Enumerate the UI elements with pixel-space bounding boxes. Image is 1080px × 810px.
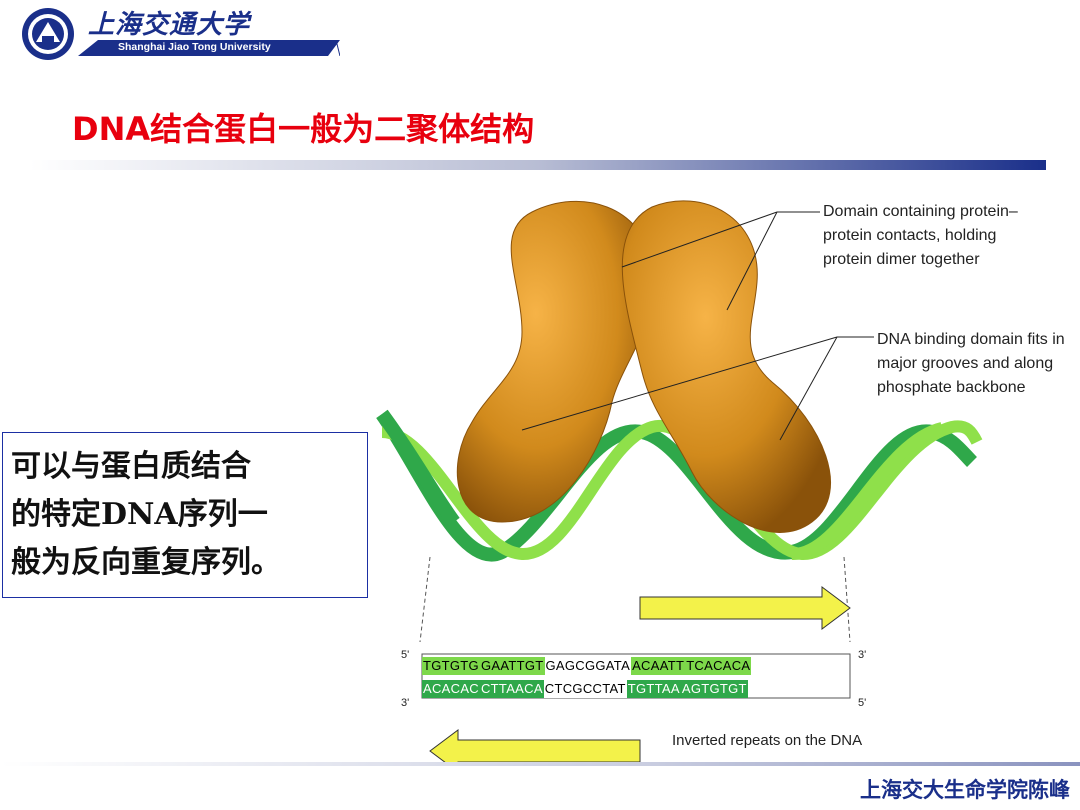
bottom-strand-right-label: 5' xyxy=(858,697,867,709)
seq-segment: GAGCGGATA xyxy=(544,657,632,675)
arrow-left xyxy=(429,729,641,762)
seq-segment: ACACAC xyxy=(422,680,480,698)
seq-segment: ACAATT xyxy=(631,657,686,675)
footer-divider xyxy=(0,762,1080,766)
top-strand-right-label: 3' xyxy=(858,649,867,661)
annotation-dimer-domain: Domain containing protein–protein contac… xyxy=(823,203,1018,268)
university-name-cn: 上海交通大学 xyxy=(88,10,251,40)
footer-credit: 上海交大生命学院陈峰 xyxy=(860,777,1070,802)
top-strand-left-label: 5' xyxy=(401,649,410,661)
seq-segment: CTCGCCTAT xyxy=(543,680,627,698)
figure-caption: Inverted repeats on the DNA xyxy=(672,732,863,749)
seq-segment: TGTTAA xyxy=(626,680,681,698)
protein-dna-figure xyxy=(232,192,1080,762)
arrow-right xyxy=(639,586,851,630)
title-divider xyxy=(30,160,1046,170)
leader-line-1a xyxy=(621,211,778,268)
leader-line-2a xyxy=(521,336,838,431)
seq-segment: GAATTGT xyxy=(479,657,545,675)
callout-box: 可以与蛋白质结合 的特定DNA序列一 般为反向重复序列。 xyxy=(2,432,368,598)
leader-line-2b xyxy=(779,336,838,441)
callout-text: 可以与蛋白质结合 的特定DNA序列一 般为反向重复序列。 xyxy=(11,449,281,580)
dna-strand-front-overlap xyxy=(791,422,944,561)
top-strand-sequence: TGTGTG GAATTGT GAGCGGATA ACAATT TCACACA xyxy=(422,657,850,675)
dimer-illustration xyxy=(376,200,983,762)
seq-segment: TGTGTG xyxy=(422,657,480,675)
bottom-strand-left-label: 3' xyxy=(401,697,410,709)
slide-title: DNA结合蛋白一般为二聚体结构 xyxy=(72,110,535,148)
seq-segment: TCACACA xyxy=(685,657,752,675)
bottom-strand-sequence: ACACAC CTTAACA CTCGCCTAT TGTTAA AGTGTGT xyxy=(422,680,850,698)
dna-strand-back xyxy=(376,410,978,562)
university-banner xyxy=(78,40,340,56)
seq-segment: AGTGTGT xyxy=(680,680,748,698)
university-name-en: Shanghai Jiao Tong University xyxy=(118,41,271,53)
annotation-binding-domain: DNA binding domain fits in major grooves… xyxy=(877,331,1065,396)
seq-segment: CTTAACA xyxy=(479,680,544,698)
leader-line-1b xyxy=(726,211,778,311)
university-logo xyxy=(22,8,74,60)
protein-monomer-right xyxy=(621,200,831,533)
